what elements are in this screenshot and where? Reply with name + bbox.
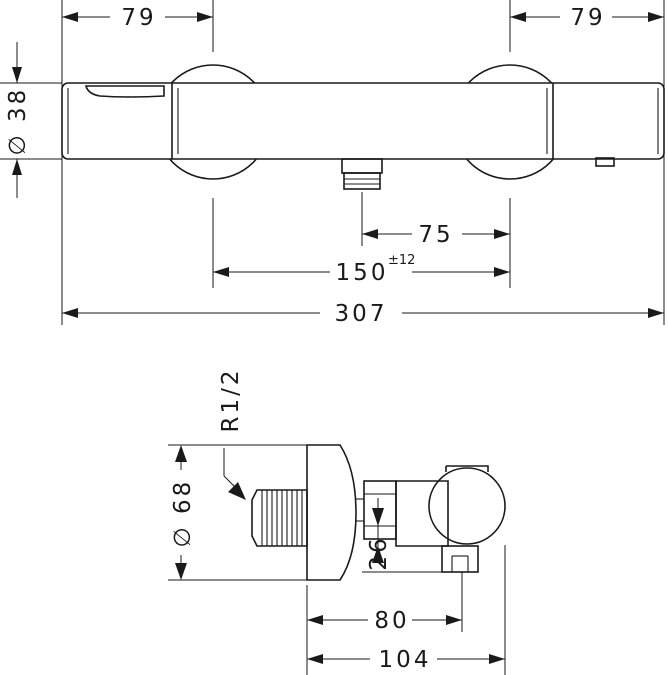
- dim-center-distance: 150: [336, 260, 389, 286]
- small-lug: [595, 157, 615, 167]
- outlet-stub: [441, 545, 479, 573]
- mixer-body-side: [395, 480, 449, 547]
- outlet-nut: [341, 158, 383, 190]
- dim-outlet-height: 26: [366, 535, 392, 570]
- dim-total-projection: 104: [379, 647, 432, 673]
- dim-thread-size: R1/2: [218, 368, 244, 433]
- threaded-inlet: [251, 489, 308, 547]
- dim-outlet-offset: 75: [418, 222, 453, 248]
- body-cross-section: [428, 467, 506, 545]
- dim-right-offset: 79: [570, 5, 605, 31]
- mixer-body: [61, 82, 665, 160]
- dim-body-diameter: ∅ 38: [5, 87, 31, 156]
- dim-left-offset: 79: [121, 5, 156, 31]
- dim-center-tolerance: ±12: [388, 253, 415, 268]
- dim-escutcheon-diameter: ∅ 68: [170, 479, 196, 548]
- thermostat-grip: [84, 85, 165, 98]
- dim-outlet-projection: 80: [374, 608, 409, 634]
- top-view: 79 79 ∅ 38 75 150 ±12 307: [0, 0, 665, 327]
- dim-overall-length: 307: [335, 301, 388, 327]
- escutcheon-profile: [306, 444, 357, 581]
- side-view: ∅ 68 R1/2 26 80 104: [168, 368, 506, 675]
